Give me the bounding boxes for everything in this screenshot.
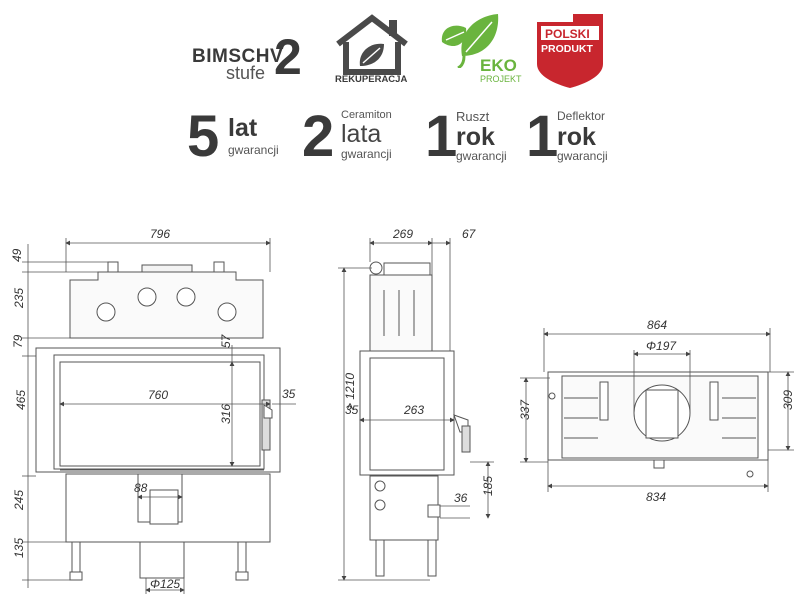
dim-top-offset: 57 [219, 333, 233, 348]
dim-right-offset: 35 [282, 387, 296, 401]
dim-left-offset: 35 [345, 403, 359, 417]
front-view [35, 261, 281, 581]
eko-sub: PROJEKT [480, 74, 522, 84]
dim-h2: 235 [12, 288, 26, 309]
dim-depth: 269 [392, 227, 413, 241]
warranty-number: 5 [187, 104, 220, 169]
dim-glass-height: 316 [219, 404, 233, 424]
dim-h4: 465 [14, 390, 28, 410]
warranty-number: 1 [425, 104, 458, 169]
warranty-caption: gwarancji [341, 147, 392, 161]
warranty-title: Deflektor [557, 109, 606, 123]
produkt-label: PRODUKT [541, 43, 593, 55]
dim-outlet-v: 185 [481, 476, 495, 496]
warranty-word: rok [557, 123, 596, 151]
dim-air-inlet: Φ125 [150, 577, 180, 591]
bimschv-stufe: stufe [226, 63, 266, 83]
dim-h3: 79 [11, 334, 25, 348]
eko-leaves-icon [441, 14, 499, 68]
warranty-word: lata [341, 120, 382, 148]
warranty-word: rok [456, 123, 495, 151]
side-dimensions [338, 238, 494, 581]
warranty-caption: gwarancji [557, 149, 608, 163]
house-leaf-icon [336, 14, 408, 75]
dim-inner: 263 [403, 403, 424, 417]
top-view [547, 371, 769, 478]
dim-inner-width: 834 [646, 490, 666, 504]
warranty-caption: gwarancji [228, 143, 279, 157]
dim-h5: 245 [12, 490, 26, 511]
warranty-title: Ceramiton [341, 109, 392, 121]
top-dimensions [520, 328, 794, 492]
certification-badges: BIMSCHV stufe 2 REKUPERACJA EKO PROJEKT [0, 0, 800, 180]
rekuperacja-label: REKUPERACJA [335, 74, 408, 85]
dim-width-top: 796 [150, 227, 170, 241]
dim-h6: 135 [12, 538, 26, 558]
warranty-number: 2 [302, 104, 335, 169]
eko-label: EKO [480, 56, 517, 75]
dim-outlet-h: 36 [454, 491, 468, 505]
bimschv-label: BIMSCHV [192, 46, 284, 67]
dim-glass-width: 760 [148, 388, 168, 402]
polski-label: POLSKI [545, 27, 590, 41]
warranty-caption: gwarancji [456, 149, 507, 163]
dim-flue-diameter: Φ197 [646, 339, 677, 353]
side-dimension-labels: 269 67 > 1210 35 263 36 185 [343, 227, 495, 505]
front-dimension-labels: 796 49 235 79 465 245 135 760 316 57 35 … [10, 227, 296, 591]
dim-depth-outer: 337 [518, 399, 532, 420]
dim-total-height: > 1210 [343, 373, 357, 410]
dim-flue: 88 [134, 481, 148, 495]
bimschv-number: 2 [274, 29, 302, 85]
warranty-title: Ruszt [456, 109, 490, 124]
top-dimension-labels: 864 Φ197 834 337 309 [518, 318, 795, 504]
warranty-word: lat [228, 114, 258, 142]
dim-offset: 67 [462, 227, 477, 241]
polski-produkt-shield [537, 14, 603, 88]
side-view [359, 261, 471, 577]
warranty-number: 1 [526, 104, 559, 169]
dim-outer-width: 864 [647, 318, 667, 332]
front-dimensions [22, 238, 296, 594]
dim-h1: 49 [10, 248, 24, 262]
dim-depth-inner: 309 [781, 390, 795, 410]
